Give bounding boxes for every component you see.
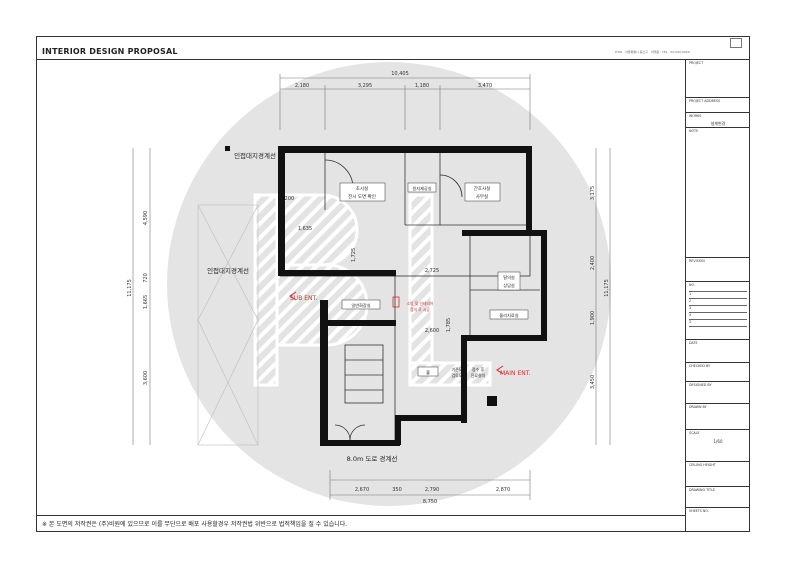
tb-address-row: PROJECT ADDRESS [686, 97, 750, 103]
main-entrance-arrow-icon [496, 365, 504, 375]
rev-num-2: 2 [689, 299, 692, 303]
copyright-notice: ※ 본 도면의 저작권은 (주)비원에 있으므로 이를 무단으로 배포 사용할경… [42, 521, 348, 528]
dim-left-lower: 3,600 [143, 371, 149, 385]
room-c-name: 간호사실 [474, 185, 491, 192]
tb-note: NOTE [689, 129, 699, 133]
tb-date-row: DATE [686, 339, 750, 345]
dim-inner-1: 1,200 [280, 196, 294, 202]
dim-top-seg-2: 3,295 [358, 83, 372, 89]
tb-works: WORKS [689, 114, 702, 118]
tb-drawn-by: DRAWN BY [689, 405, 707, 409]
tb-project: PROJECT [689, 61, 704, 65]
tb-project-address: PROJECT ADDRESS [689, 99, 721, 103]
room-g: 일반화장실 [351, 302, 370, 309]
red-note-1: 소방 및 인테리어 [407, 301, 434, 306]
tb-designed-by: DESIGNED BY [689, 383, 712, 387]
tb-sheets-no: SHEETS NO. [689, 509, 709, 513]
rev-num-3: 3 [689, 306, 692, 310]
dim-inner-3: 1,725 [351, 248, 357, 262]
dim-bottom-seg-2: 350 [392, 487, 402, 493]
dim-bottom-seg-4: 2,870 [496, 487, 510, 493]
dim-bottom-seg-3: 2,790 [425, 487, 439, 493]
dim-right-mid1: 2,400 [590, 256, 596, 270]
tb-scale: SCALE [689, 431, 700, 435]
boundary-left-label: 인접대지경계선 [207, 266, 249, 275]
title-block: PROJECT PROJECT ADDRESS WORKS 설계변경 NOTE … [685, 59, 750, 531]
dim-bottom-seg-1: 2,670 [355, 487, 369, 493]
tb-scale-row: SCALE 1/60 [686, 429, 750, 444]
drawing-title: INTERIOR DESIGN PROPOSAL [42, 47, 178, 56]
tb-date: DATE [689, 341, 698, 345]
firm-logo [730, 38, 742, 48]
rev-num-1: 1 [689, 292, 692, 296]
room-e: 상담실 [503, 282, 515, 288]
dim-inner-2: 1,635 [298, 226, 312, 232]
tb-revision: REVISION [689, 259, 705, 263]
dim-bottom-total: 8,750 [423, 499, 437, 505]
dim-top-seg-1: 2,180 [295, 83, 309, 89]
room-a-note: 전시 도면 확인 [348, 193, 376, 200]
dim-left-mid: 720 [143, 273, 149, 283]
desk-note-4: 진료설치 [471, 372, 486, 378]
desk-note-3: 접수 후 [472, 366, 485, 372]
dim-top-seg-3: 1,180 [415, 83, 429, 89]
dim-right-total: 11,175 [604, 279, 610, 297]
firm-info: DTW · 서울특별시 용산구 · 이태원 · TEL · 02-000-000… [615, 50, 690, 54]
footer-divider [37, 515, 685, 516]
tb-drawn-row: DRAWN BY [686, 403, 750, 409]
tb-drawing-title: DRAWING TITLE [689, 488, 715, 492]
dim-left-upper: 4,590 [143, 211, 149, 225]
sub-entrance-arrow-icon [289, 291, 297, 301]
tb-works-value: 설계변경 [710, 121, 726, 126]
dim-right-lower: 3,450 [590, 375, 596, 389]
room-f: 물리치료실 [499, 312, 518, 319]
dim-inner-6: 1,785 [446, 318, 452, 332]
tb-note-row: NOTE [686, 127, 750, 133]
dim-inner-4: 2,725 [425, 268, 439, 274]
road-boundary-label: 8.0m 도로 경계선 [347, 454, 398, 463]
sub-entrance-label: SUB ENT. [290, 295, 317, 302]
tb-drawing-title-row: DRAWING TITLE [686, 486, 750, 492]
dim-top-seg-4: 3,470 [478, 83, 492, 89]
room-a-name: 초시실 [356, 185, 368, 192]
tb-ceiling-row: CEILING HEIGHT [686, 461, 750, 467]
watermark-logo [253, 193, 492, 387]
dim-right-upper: 3,175 [590, 186, 596, 200]
fire-extinguisher-icon [392, 296, 400, 308]
dim-left-b: 1,665 [143, 295, 149, 309]
tb-sheets-row: SHEETS NO. [686, 507, 750, 513]
tb-project-row: PROJECT [686, 59, 750, 65]
rev-num-4: 4 [689, 313, 692, 317]
walls [225, 146, 547, 446]
desk-note-2: 검토도 [451, 372, 462, 378]
room-d: 탈의실 [503, 274, 515, 281]
tb-works-row: WORKS 설계변경 [686, 112, 750, 126]
tb-checked-by: CHECKED BY [689, 364, 711, 368]
room-c-sub: 사무실 [476, 193, 488, 200]
tb-no: NO. [689, 283, 695, 287]
dim-right-mid2: 1,900 [590, 311, 596, 325]
main-entrance-label: MAIN ENT. [500, 370, 531, 377]
rev-num-5: 5 [689, 320, 692, 324]
dimension-lines [132, 74, 611, 500]
desk-note-1: 기존도 [451, 366, 462, 372]
tb-ceiling-height: CEILING HEIGHT [689, 463, 716, 467]
dim-top-total: 10,405 [391, 71, 409, 77]
dim-inner-5: 2,600 [425, 328, 439, 334]
dim-left-total: 11,175 [127, 279, 133, 297]
tb-revision-row: REVISION [686, 257, 750, 263]
room-h: 홀 [426, 369, 430, 376]
tb-designed-row: DESIGNED BY [686, 381, 750, 387]
tb-scale-value: 1/60 [713, 439, 723, 444]
boundary-top-label: 인접대지경계선 [234, 151, 276, 160]
tb-no-row: NO. 1 2 3 4 5 [686, 281, 750, 327]
neighbour-hatch [197, 204, 259, 446]
room-b: 원지제공실 [412, 185, 431, 192]
red-note-2: 협의 후 시공 [410, 307, 430, 312]
tb-checked-row: CHECKED BY [686, 362, 750, 368]
header-divider [37, 59, 685, 60]
